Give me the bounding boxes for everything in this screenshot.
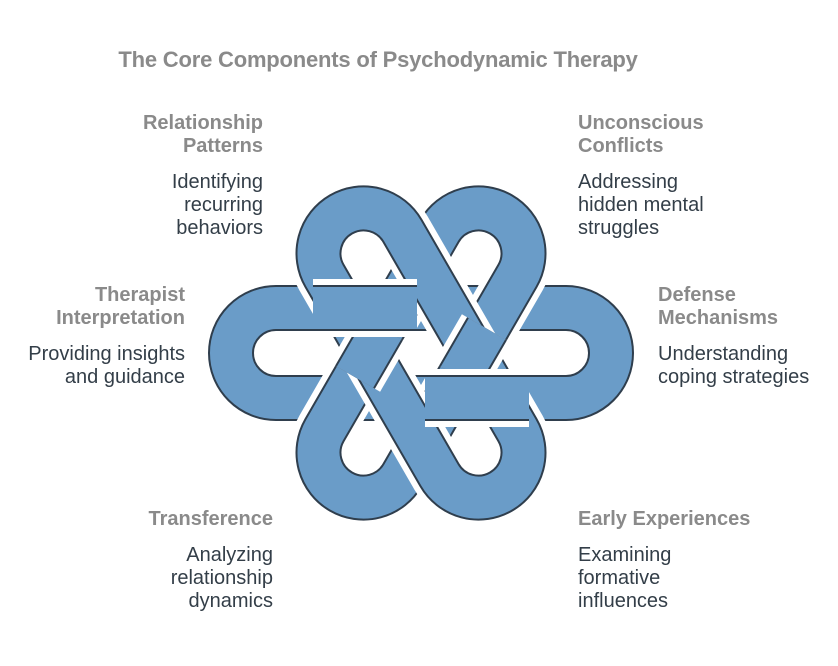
component-heading: Transference bbox=[148, 508, 273, 530]
component-heading: Defense Mechanisms bbox=[658, 284, 779, 329]
component-heading: Relationship Patterns bbox=[142, 112, 263, 157]
component-description: Analyzing relationship dynamics bbox=[170, 544, 273, 612]
component-description: Addressing hidden mental struggles bbox=[578, 171, 704, 239]
component-transference: Transference Analyzing relationship dyna… bbox=[148, 508, 273, 613]
knot-ring-diagonal-up bbox=[289, 179, 553, 527]
component-description: Examining formative influences bbox=[578, 544, 672, 612]
knot-diagram bbox=[202, 179, 640, 527]
component-therapist-interpretation: Therapist Interpretation Providing insig… bbox=[28, 284, 185, 389]
component-early-experiences: Early Experiences Examining formative in… bbox=[578, 508, 750, 613]
knot-weave-patches bbox=[313, 279, 529, 427]
component-description: Providing insights and guidance bbox=[28, 343, 185, 388]
component-unconscious-conflicts: Unconscious Conflicts Addressing hidden … bbox=[578, 112, 704, 240]
component-heading: Therapist Interpretation bbox=[56, 284, 185, 329]
component-defense-mechanisms: Defense Mechanisms Understanding coping … bbox=[658, 284, 809, 389]
knot-ring-horizontal bbox=[202, 279, 640, 427]
component-description: Understanding coping strategies bbox=[658, 343, 810, 388]
component-relationship-patterns: Relationship Patterns Identifying recurr… bbox=[143, 112, 263, 240]
component-heading: Early Experiences bbox=[578, 508, 751, 530]
page-title: The Core Components of Psychodynamic The… bbox=[118, 47, 638, 72]
component-description: Identifying recurring behaviors bbox=[171, 171, 263, 239]
component-heading: Unconscious Conflicts bbox=[578, 112, 704, 157]
knot-ring-diagonal-down bbox=[289, 179, 553, 527]
